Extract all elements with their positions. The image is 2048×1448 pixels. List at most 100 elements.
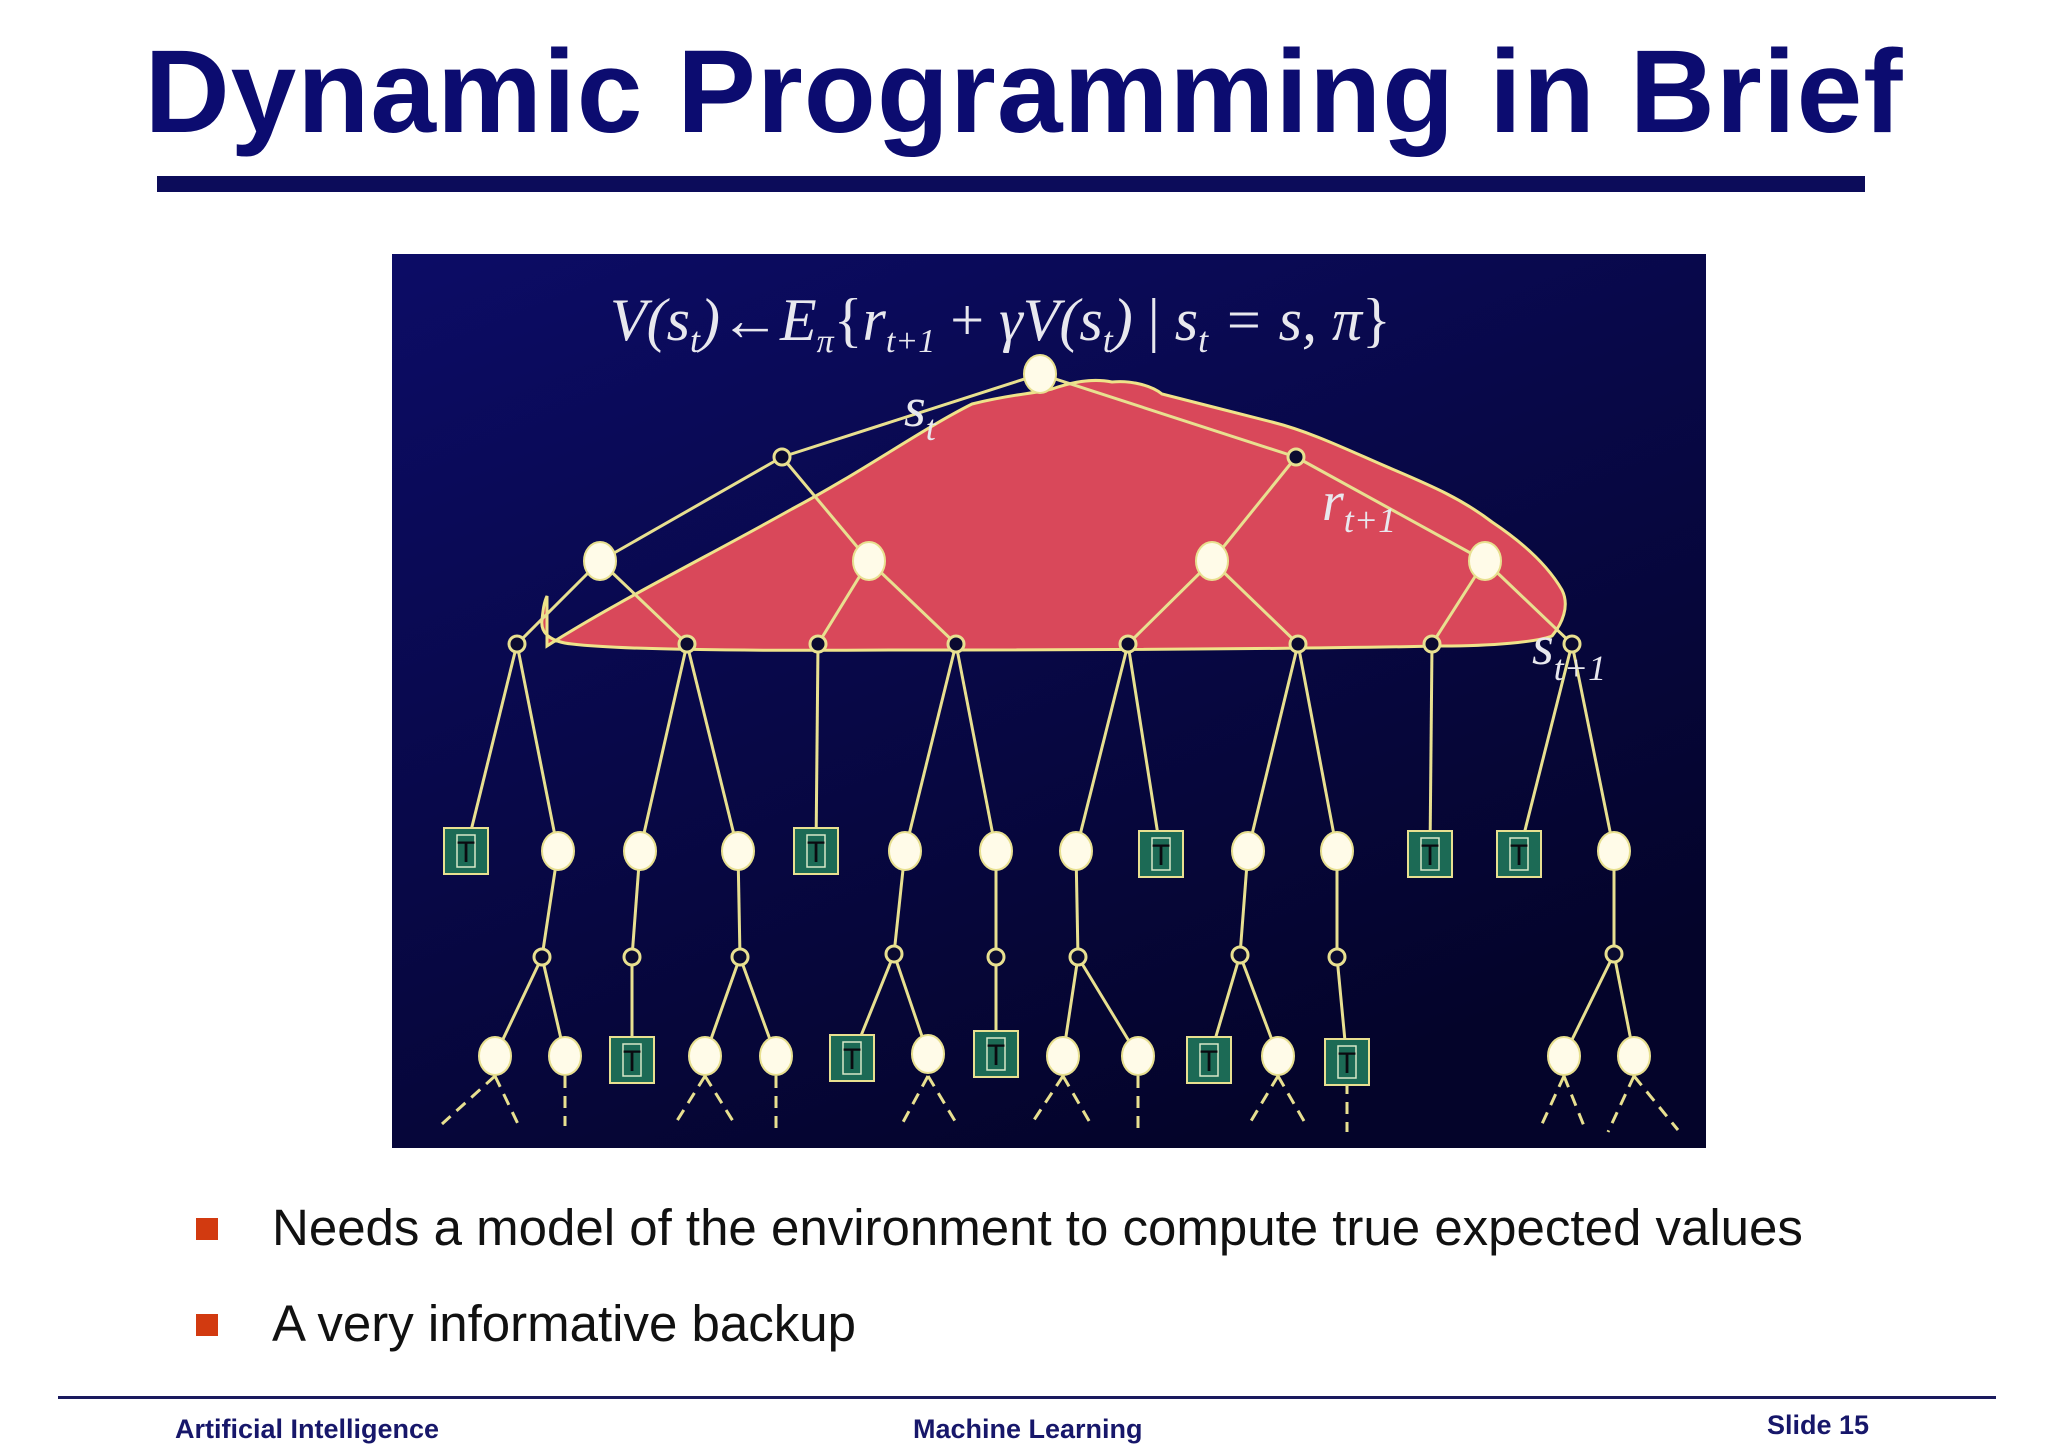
terminal-node: T bbox=[443, 827, 489, 875]
state-node bbox=[1046, 1036, 1080, 1076]
tree-edge bbox=[1126, 643, 1163, 855]
eq-close-brace: } bbox=[1362, 287, 1391, 353]
state-node bbox=[1195, 541, 1229, 581]
state-node bbox=[721, 831, 755, 871]
action-node bbox=[532, 947, 552, 967]
tree-edge bbox=[1126, 559, 1214, 646]
tree-edge bbox=[1210, 456, 1298, 562]
tree-edge bbox=[1210, 559, 1300, 646]
terminal-node: T bbox=[829, 1034, 875, 1082]
tree-continuation-edge bbox=[703, 1075, 738, 1127]
terminal-inner-box bbox=[986, 1037, 1006, 1071]
eq-expect-sub: π bbox=[817, 323, 835, 360]
tree-edge bbox=[1296, 643, 1339, 852]
eq-arrow: ← bbox=[720, 287, 780, 353]
eq-lhs-sub: t bbox=[690, 320, 701, 360]
terminal-inner-box bbox=[1151, 837, 1171, 871]
state-node bbox=[1231, 831, 1265, 871]
terminal-label: T bbox=[807, 836, 825, 869]
tree-edge bbox=[515, 559, 602, 646]
bullet-item: A very informative backup bbox=[196, 1276, 1996, 1372]
eq-s-sub: t bbox=[1198, 320, 1209, 360]
footer-rule bbox=[58, 1396, 1996, 1399]
state-node bbox=[1261, 1036, 1295, 1076]
terminal-label: T bbox=[457, 836, 475, 869]
tree-edge bbox=[867, 559, 958, 646]
tree-edge bbox=[599, 455, 783, 563]
state-node bbox=[1023, 354, 1057, 394]
state-node bbox=[548, 1036, 582, 1076]
eq-expect: E bbox=[779, 287, 817, 353]
state-node bbox=[1059, 831, 1093, 871]
terminal-inner-box bbox=[456, 834, 476, 868]
terminal-inner-box bbox=[842, 1041, 862, 1075]
tree-edge bbox=[1039, 372, 1297, 459]
tree-continuation-edge bbox=[673, 1075, 707, 1125]
terminal-inner-box bbox=[622, 1043, 642, 1077]
action-node bbox=[986, 947, 1006, 967]
state-node bbox=[623, 831, 657, 871]
terminal-node: T bbox=[609, 1036, 655, 1084]
eq-lhs: V(s bbox=[610, 287, 690, 353]
eq-plus: + bbox=[935, 287, 999, 353]
tree-edge bbox=[1483, 559, 1574, 646]
footer-course: Artificial Intelligence bbox=[175, 1414, 440, 1444]
tree-continuation-edge bbox=[900, 1075, 930, 1125]
state-node bbox=[1597, 831, 1631, 871]
backup-region bbox=[540, 378, 1567, 652]
action-node bbox=[622, 947, 642, 967]
label-s-next: st+1 bbox=[1532, 615, 1606, 688]
tree-edge bbox=[1295, 455, 1486, 563]
bullet-list: Needs a model of the environment to comp… bbox=[196, 1180, 1996, 1372]
tree-continuation-edges bbox=[440, 1074, 1680, 1133]
tree-continuation-edge bbox=[1632, 1075, 1680, 1131]
eq-gamma-v-sub: t bbox=[1103, 320, 1114, 360]
eq-cond: = s, π bbox=[1208, 287, 1364, 353]
terminal-node: T bbox=[1324, 1038, 1370, 1086]
bullet-text: A very informative backup bbox=[272, 1295, 856, 1352]
eq-bar: | bbox=[1133, 287, 1175, 353]
eq-open-brace: { bbox=[834, 287, 863, 353]
tree-edge bbox=[685, 643, 740, 852]
tree-edge bbox=[1246, 643, 1300, 852]
state-node bbox=[583, 541, 617, 581]
state-node bbox=[979, 831, 1013, 871]
tree-continuation-edge bbox=[1028, 1075, 1065, 1127]
tree-continuation-edge bbox=[440, 1074, 497, 1126]
terminal-label: T bbox=[1338, 1047, 1356, 1080]
terminal-node: T bbox=[793, 827, 839, 875]
bellman-equation: V(st)←Eπ{rt+1 + γV(st) | st = s, π} bbox=[610, 287, 1391, 360]
tree-edge bbox=[903, 643, 958, 852]
action-node bbox=[507, 634, 527, 654]
action-node bbox=[730, 947, 750, 967]
eq-gamma-v: γV(s bbox=[999, 287, 1103, 353]
tree-edge bbox=[598, 559, 689, 646]
action-node bbox=[1068, 947, 1088, 967]
tree-edge bbox=[1570, 643, 1616, 852]
terminal-inner-box bbox=[1337, 1045, 1357, 1079]
label-s-t-main: s bbox=[904, 377, 926, 439]
terminal-inner-box bbox=[1420, 837, 1440, 871]
terminal-label: T bbox=[623, 1045, 641, 1078]
state-node bbox=[1468, 541, 1502, 581]
tree-edge bbox=[464, 643, 519, 852]
tree-continuation-edge bbox=[1562, 1075, 1586, 1127]
eq-lhs-close: ) bbox=[697, 287, 720, 353]
terminal-node: T bbox=[973, 1030, 1019, 1078]
state-node bbox=[478, 1036, 512, 1076]
tree-edge bbox=[1428, 643, 1434, 855]
state-node bbox=[888, 831, 922, 871]
action-node bbox=[1422, 634, 1442, 654]
tree-edge bbox=[781, 372, 1041, 459]
action-node bbox=[884, 944, 904, 964]
tree-continuation-edge bbox=[493, 1075, 520, 1125]
action-node bbox=[677, 634, 697, 654]
state-node bbox=[759, 1036, 793, 1076]
action-node bbox=[1327, 947, 1347, 967]
tree-continuation-edge bbox=[1276, 1075, 1310, 1129]
tree-edges bbox=[464, 372, 1636, 1063]
state-node bbox=[911, 1034, 945, 1074]
